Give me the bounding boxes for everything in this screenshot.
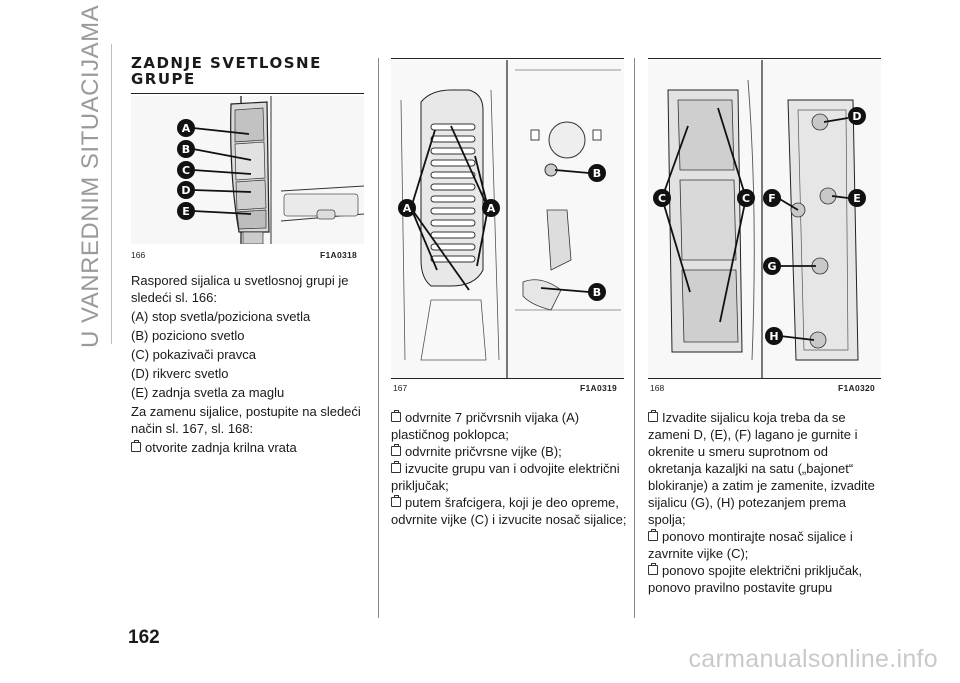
step-text: ponovo montirajte nosač sijalice i zavrn… [648,529,853,561]
step-item: otvorite zadnja krilna vrata [131,439,369,456]
figure-166-label-c: C [182,164,190,177]
figure-167-code: F1A0319 [580,383,618,393]
step-bullet-icon [391,410,401,422]
figure-168-label-e: E [853,192,861,205]
step-text: odvrnite 7 pričvrsnih vijaka (A) plastič… [391,410,580,442]
bulb-layout-intro: Raspored sijalica u svetlosnoj grupi je … [131,273,349,305]
column-1-text: Raspored sijalica u svetlosnoj grupi je … [131,272,369,456]
section-title-line-2: GRUPE [131,70,196,88]
figure-167-label-a-right: A [487,202,496,215]
step-bullet-icon [391,495,401,507]
step-item: odvrnite 7 pričvrsnih vijaka (A) plastič… [391,409,627,443]
figure-167-label-b-bottom: B [593,286,601,299]
figure-168-bottom-rule [648,378,881,379]
step-text: putem šrafcigera, koji je deo opreme, od… [391,495,627,527]
step-bullet-icon [391,461,401,473]
figure-168-label-d: D [852,110,861,123]
figure-166-illustration: A B C D E [131,96,364,244]
figure-167-label-a-left: A [403,202,412,215]
section-tab-divider [111,44,112,344]
bulb-list-item: (D) rikverc svetlo [131,366,229,381]
figure-166-code: F1A0318 [320,250,358,260]
figure-168-illustration: C C D E F G H [648,60,881,378]
step-item: ponovo montirajte nosač sijalice i zavrn… [648,528,884,562]
step-text: Izvadite sijalicu koja treba da se zamen… [648,410,875,527]
column-3-text: Izvadite sijalicu koja treba da se zamen… [648,409,884,596]
figure-166-label-d: D [181,184,190,197]
column-2-text: odvrnite 7 pričvrsnih vijaka (A) plastič… [391,409,627,528]
figure-168-label-g: G [767,260,776,273]
bulb-list-item: (A) stop svetla/poziciona svetla [131,309,311,324]
step-bullet-icon [648,529,658,541]
section-title-line-1: ZADNJE SVETLOSNE [131,54,322,72]
replacement-instruction: Za zamenu sijalice, postupite na sledeći… [131,404,361,436]
step-item: odvrnite pričvrsne vijke (B); [391,443,627,460]
figure-168-label-f: F [768,192,776,205]
step-text: otvorite zadnja krilna vrata [145,440,297,455]
section-tab-label: U VANREDNIM SITUACIJAMA [77,4,104,348]
step-bullet-icon [391,444,401,456]
figure-167-top-rule [391,58,624,59]
figure-167-number: 167 [393,383,408,393]
section-title: ZADNJE SVETLOSNE GRUPE [131,55,322,87]
step-text: odvrnite pričvrsne vijke (B); [405,444,562,459]
figure-166-label-b: B [182,143,190,156]
bulb-list-item: (C) pokazivači pravca [131,347,256,362]
bulb-list-item: (B) poziciono svetlo [131,328,245,343]
figure-168-label-c-right: C [742,192,750,205]
figure-168-label-h: H [769,330,778,343]
watermark-text: carmanualsonline.info [688,645,938,673]
figure-168-top-rule [648,58,881,59]
section-tab: U VANREDNIM SITUACIJAMA [76,4,106,350]
title-divider [131,93,364,94]
step-item: ponovo spojite električni priključak, po… [648,562,884,596]
bulb-list-item: (E) zadnja svetla za maglu [131,385,285,400]
figure-167-bottom-rule [391,378,624,379]
figure-166-number: 166 [131,250,146,260]
figure-168-label-c-left: C [658,192,666,205]
figure-167-label-b-top: B [593,167,601,180]
step-bullet-icon [648,410,658,422]
step-item: izvucite grupu van i odvojite električni… [391,460,627,494]
step-text: ponovo spojite električni priključak, po… [648,563,863,595]
figure-166-label-e: E [182,205,190,218]
figure-168-code: F1A0320 [838,383,876,393]
page-number: 162 [128,627,160,648]
column-divider [378,58,379,618]
figure-168-number: 168 [650,383,665,393]
step-item: putem šrafcigera, koji je deo opreme, od… [391,494,627,528]
step-item: Izvadite sijalicu koja treba da se zamen… [648,409,884,528]
step-bullet-icon [131,440,141,452]
step-text: izvucite grupu van i odvojite električni… [391,461,620,493]
column-divider [634,58,635,618]
step-bullet-icon [648,563,658,575]
figure-166-label-a: A [182,122,191,135]
figure-167-illustration: A A B B [391,60,624,378]
